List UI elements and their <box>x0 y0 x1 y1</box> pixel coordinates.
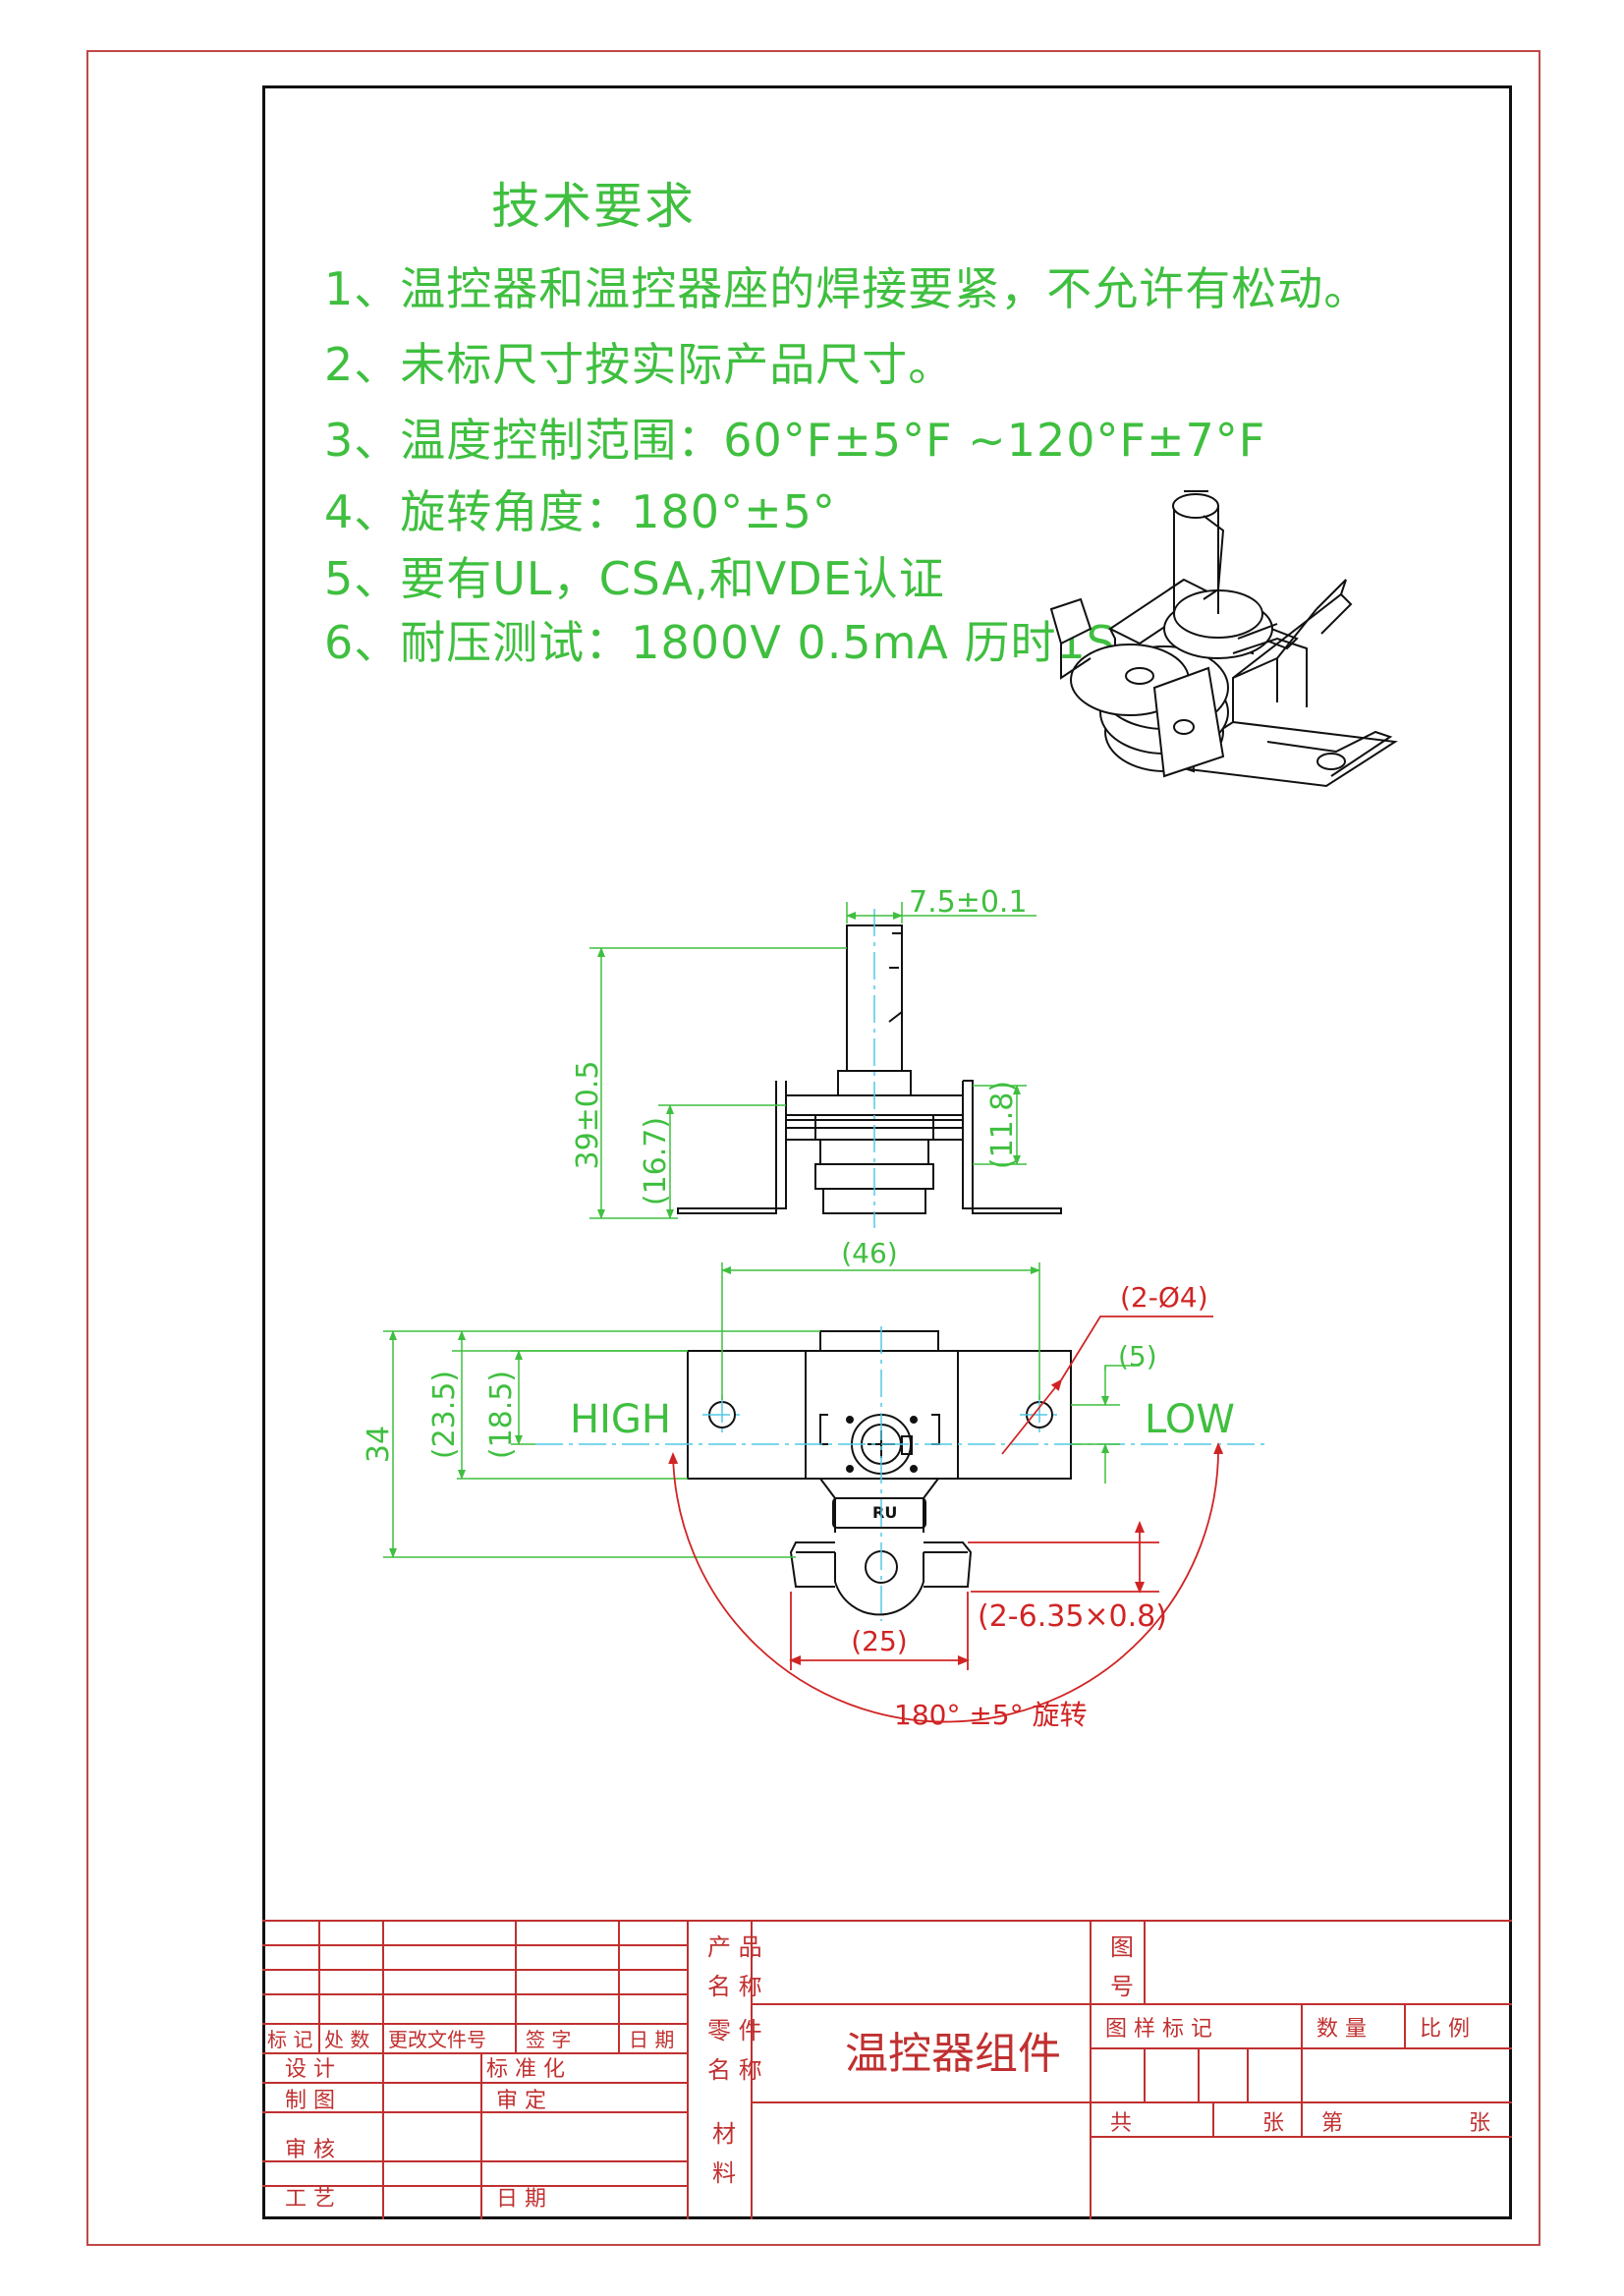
dim-terminal-spacing: (25) <box>851 1625 907 1657</box>
requirement-5: 5、要有UL，CSA,和VDE认证 <box>324 552 945 605</box>
label-material-2: 料 <box>712 2159 736 2187</box>
label-low: LOW <box>1145 1397 1235 1442</box>
label-part-name-2: 名 称 <box>707 2056 762 2084</box>
rev-header-count: 处 数 <box>324 2028 369 2051</box>
sig-process: 工 艺 <box>285 2187 335 2212</box>
dim-bracket-height: (11.8) <box>985 1081 1020 1169</box>
stage-qty: 数 量 <box>1316 2017 1367 2042</box>
drawing-frame <box>262 85 1512 2219</box>
label-product-name-1: 产 品 <box>707 1933 762 1961</box>
part-name-value: 温控器组件 <box>845 2029 1061 2079</box>
sheet-total-unit: 张 <box>1262 2111 1284 2136</box>
label-part-name-1: 零 件 <box>707 2017 762 2044</box>
title-block-text: 产 品 名 称 零 件 名 称 材 料 图 号 温控器组件 标 记 处 数 更改… <box>267 1933 1490 2212</box>
sig-standard: 标 准 化 <box>486 2057 565 2082</box>
side-view: 7.5±0.1 39±0.5 (16.7) (11.8) <box>571 885 1062 1228</box>
sig-date: 日 期 <box>496 2187 546 2212</box>
rev-header-mark: 标 记 <box>267 2028 312 2051</box>
dim-total-height: 39±0.5 <box>571 1060 605 1169</box>
label-drawing-no-1: 图 <box>1110 1933 1134 1961</box>
requirements-title: 技术要求 <box>491 178 696 235</box>
top-view: RU (46) 34 (23.5) (18.5) <box>362 1237 1267 1731</box>
stage-mark: 图 样 标 记 <box>1105 2017 1212 2042</box>
dim-18-5: (18.5) <box>484 1371 519 1459</box>
sig-review: 审 核 <box>285 2138 335 2162</box>
dim-base-height: (16.7) <box>639 1117 673 1205</box>
requirement-4: 4、旋转角度：180°±5° <box>324 485 836 538</box>
sig-draw: 制 图 <box>285 2089 335 2113</box>
dim-23-5: (23.5) <box>427 1371 462 1459</box>
sheet-total: 共 <box>1110 2111 1132 2136</box>
label-material-1: 材 <box>712 2120 736 2148</box>
label-high: HIGH <box>570 1397 671 1442</box>
rev-header-doc: 更改文件号 <box>388 2028 486 2051</box>
label-drawing-no-2: 号 <box>1110 1973 1134 2000</box>
requirement-1: 1、温控器和温控器座的焊接要紧，不允许有松动。 <box>324 262 1371 315</box>
title-block <box>262 1920 1512 2219</box>
requirement-2: 2、未标尺寸按实际产品尺寸。 <box>324 338 955 391</box>
rev-header-date: 日 期 <box>629 2028 674 2051</box>
isometric-view <box>1049 490 1398 788</box>
dim-hole-spacing: (46) <box>841 1237 897 1269</box>
dim-outer-width: 34 <box>362 1426 396 1463</box>
sig-design: 设 计 <box>285 2057 335 2082</box>
sig-approve: 审 定 <box>496 2089 546 2113</box>
dim-hole-offset: (5) <box>1118 1340 1157 1372</box>
dim-terminal-spec: (2-6.35×0.8) <box>978 1599 1167 1634</box>
sheet-no-unit: 张 <box>1469 2111 1490 2136</box>
dim-shaft-width: 7.5±0.1 <box>909 885 1028 920</box>
label-product-name-2: 名 称 <box>707 1973 762 2000</box>
rev-header-sign: 签 字 <box>526 2028 571 2051</box>
dim-hole-dia: (2-Ø4) <box>1120 1281 1208 1314</box>
requirement-3: 3、温度控制范围：60°F±5°F ~120°F±7°F <box>324 414 1266 467</box>
sheet-no: 第 <box>1321 2111 1343 2136</box>
ul-mark: RU <box>872 1503 897 1522</box>
requirement-6: 6、耐压测试：1800V 0.5mA 历时1S <box>324 616 1116 669</box>
outer-border <box>86 50 1540 2246</box>
dim-rotation: 180° ±5° 旋转 <box>894 1699 1088 1731</box>
stage-scale: 比 例 <box>1420 2017 1470 2042</box>
